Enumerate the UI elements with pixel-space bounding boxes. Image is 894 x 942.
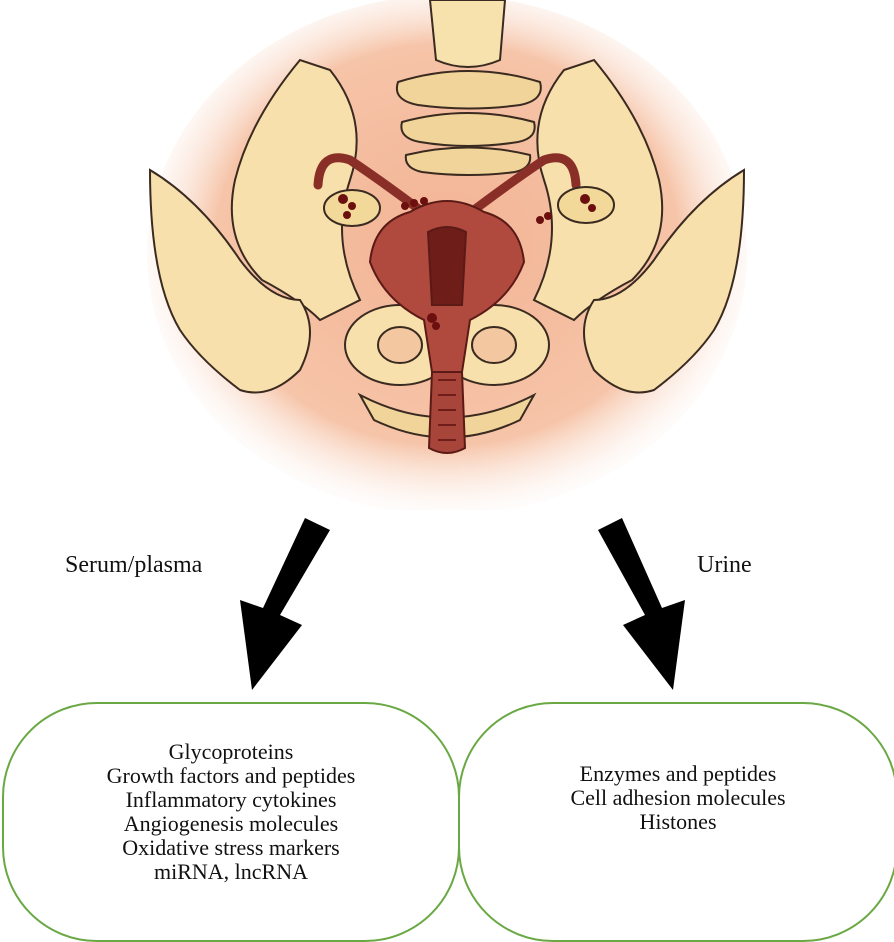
list-item: Inflammatory cytokines	[126, 788, 337, 812]
pelvis-endometriosis-illustration	[0, 0, 894, 510]
list-item: Cell adhesion molecules	[570, 786, 785, 810]
serum-plasma-label: Serum/plasma	[65, 551, 202, 579]
list-item: Growth factors and peptides	[107, 764, 356, 788]
down-arrow-icon	[598, 518, 685, 690]
list-item: Histones	[640, 810, 717, 834]
list-item: Enzymes and peptides	[580, 762, 777, 786]
serum-markers-box: Glycoproteins Growth factors and peptide…	[2, 702, 460, 942]
urine-label: Urine	[697, 551, 752, 579]
list-item: miRNA, lncRNA	[154, 860, 308, 884]
down-arrow-icon	[240, 518, 330, 690]
list-item: Oxidative stress markers	[122, 836, 340, 860]
list-item: Glycoproteins	[169, 740, 294, 764]
down-arrows	[0, 510, 894, 710]
list-item: Angiogenesis molecules	[124, 812, 338, 836]
urine-markers-box: Enzymes and peptides Cell adhesion molec…	[458, 702, 894, 942]
